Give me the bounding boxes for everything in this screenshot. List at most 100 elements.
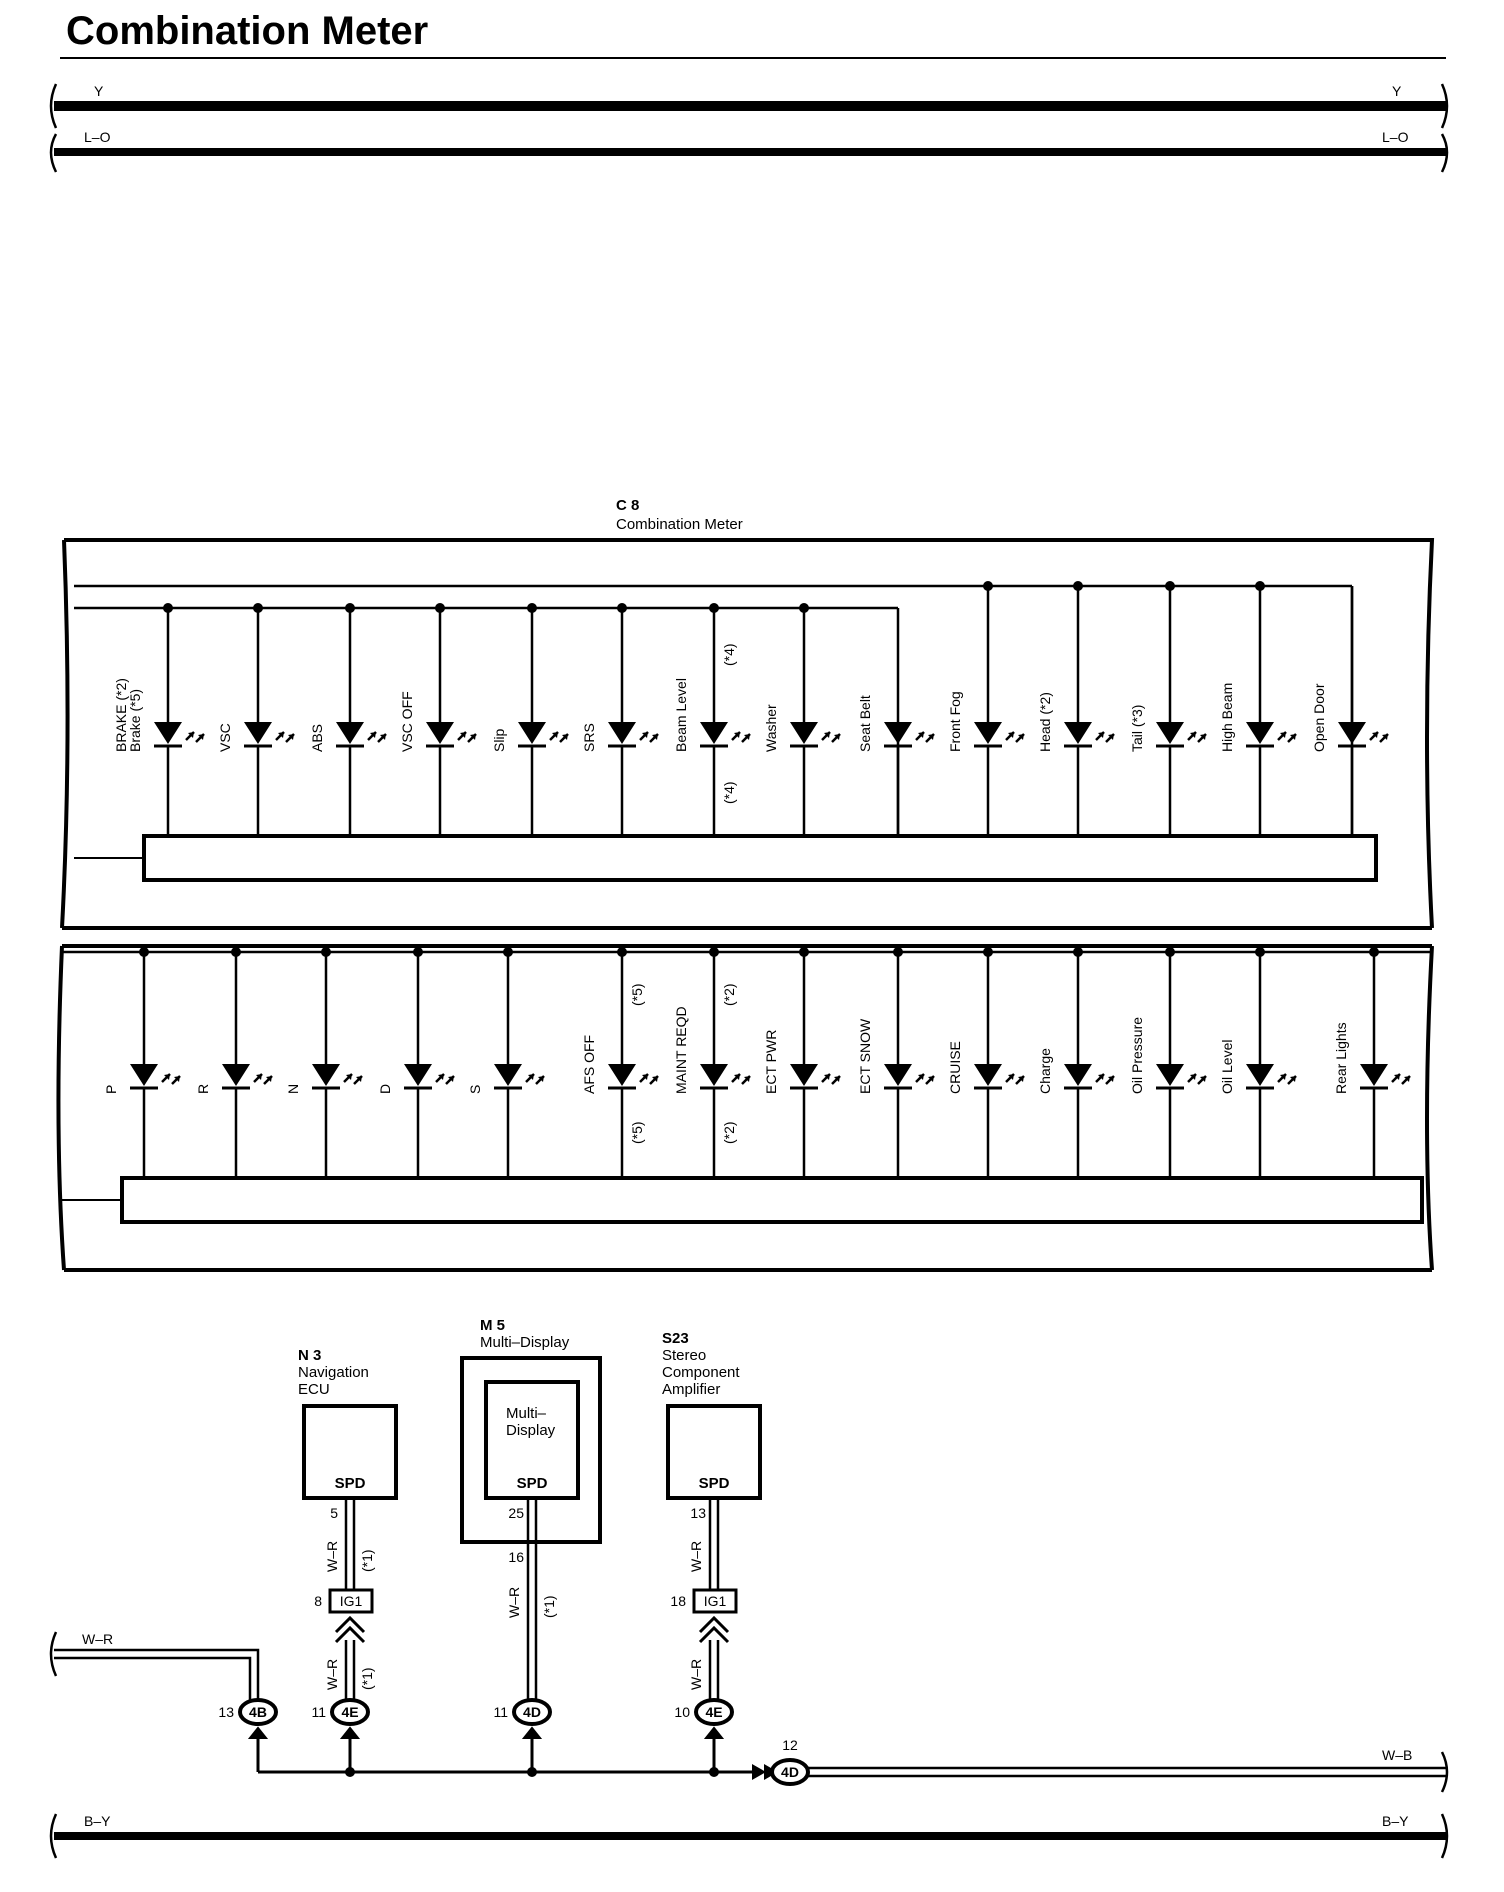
lower-lamp-oil-pressure: Oil Pressure	[1129, 947, 1208, 1178]
led-icon	[1156, 722, 1184, 744]
lamp-note-top: (*4)	[721, 643, 737, 666]
light-emission-icon	[730, 730, 752, 744]
junction-dot	[617, 603, 627, 613]
wb-output-wire: W–B	[808, 1747, 1449, 1793]
junction-dot	[1165, 581, 1175, 591]
junction-dot	[1073, 581, 1083, 591]
wire-label-by-left: B–Y	[84, 1813, 111, 1829]
led-icon	[312, 1064, 340, 1086]
lamp-label: SRS	[581, 723, 597, 752]
ig1-arrow-right	[698, 1615, 730, 1644]
upper-lamp-vsc-off: VSC OFF	[399, 603, 478, 836]
junction-dot	[139, 947, 149, 957]
junction-dot	[503, 947, 513, 957]
light-emission-icon	[1186, 1072, 1208, 1086]
m5-pin-outer: 16	[508, 1549, 524, 1565]
meter-name: Combination Meter	[616, 516, 743, 533]
junction-dot	[163, 603, 173, 613]
top-wires: Y Y L–O L–O	[49, 83, 1449, 173]
led-icon	[494, 1064, 522, 1086]
n3-navigation-ecu: N 3 Navigation ECU SPD 5 W–R (*1)	[298, 1347, 398, 1590]
lamp-label: High Beam	[1219, 683, 1235, 752]
break-mark-left	[49, 83, 58, 173]
s23-wire	[708, 1498, 720, 1590]
junction-4e-left-label: 4E	[341, 1704, 358, 1720]
s23-code: S23	[662, 1330, 689, 1347]
light-emission-icon	[274, 730, 296, 744]
light-emission-icon	[1094, 1072, 1116, 1086]
led-icon	[790, 722, 818, 744]
wire-label-wr: W–R	[82, 1631, 113, 1647]
upper-lamp-front-fog: Front Fog	[947, 581, 1026, 836]
junction-4e-right-pin: 10	[674, 1704, 690, 1720]
junction-4b-pin: 13	[218, 1704, 234, 1720]
wire-label-wb: W–B	[1382, 1747, 1412, 1763]
wr-input-wire: W–R	[49, 1631, 260, 1700]
meter-code: C 8	[616, 497, 639, 514]
wire-label-y-left: Y	[94, 83, 104, 99]
upper-lamp-srs: SRS	[581, 603, 660, 836]
n3-box	[302, 1404, 398, 1500]
light-emission-icon	[820, 1072, 842, 1086]
break-mark-right	[1440, 83, 1449, 173]
junction-4d-left: 4D 11	[493, 1698, 552, 1726]
led-icon	[884, 722, 912, 744]
ig1-connector-right: IG1 18 W–R	[670, 1588, 738, 1700]
led-icon	[790, 1064, 818, 1086]
light-emission-icon	[160, 1072, 182, 1086]
s23-name-line2: Component	[662, 1364, 740, 1381]
ig1-connector-left: IG1 8 W–R (*1)	[314, 1588, 375, 1700]
m5-inner-box	[484, 1380, 580, 1500]
lower-ic-block	[120, 1176, 1424, 1224]
led-icon	[154, 722, 182, 744]
light-emission-icon	[730, 1072, 752, 1086]
s23-box	[666, 1404, 762, 1500]
upper-ic-block	[142, 834, 1378, 882]
lamp-label: Oil Level	[1219, 1040, 1235, 1094]
m5-wire-color: W–R	[506, 1587, 522, 1618]
lamp-label: P	[103, 1085, 119, 1094]
light-emission-icon	[184, 730, 206, 744]
junction-dot	[893, 947, 903, 957]
junction-4d-right-pin: 12	[782, 1737, 798, 1753]
light-emission-icon	[1186, 730, 1208, 744]
lamp-label: MAINT REQD	[673, 1006, 689, 1094]
lamp-label: Washer	[763, 704, 779, 752]
led-icon	[884, 1064, 912, 1086]
junction-dot	[435, 603, 445, 613]
lamp-note-bottom: (*5)	[629, 1121, 645, 1144]
junction-dot	[799, 603, 809, 613]
light-emission-icon	[1390, 1072, 1412, 1086]
lower-lamp-charge: Charge	[1037, 947, 1116, 1178]
ig1-box-right	[692, 1588, 738, 1614]
light-emission-icon	[914, 730, 936, 744]
light-emission-icon	[1094, 730, 1116, 744]
s23-wire-color: W–R	[688, 1541, 704, 1572]
lower-lamp-ect-snow: ECT SNOW	[857, 947, 936, 1178]
led-icon	[336, 722, 364, 744]
lamp-label: AFS OFF	[581, 1035, 597, 1094]
junction-4e-left-pin: 11	[311, 1704, 326, 1720]
upper-lamp-abs: ABS	[309, 603, 388, 836]
lamp-note-top: (*2)	[721, 983, 737, 1006]
lamp-label: Charge	[1037, 1048, 1053, 1094]
ig1-arrow-left	[334, 1615, 366, 1644]
lamp-label: ECT SNOW	[857, 1018, 873, 1094]
lamp-label: R	[195, 1084, 211, 1094]
wr-break-mark	[49, 1631, 58, 1677]
junction-4d-right-label: 4D	[781, 1764, 799, 1780]
light-emission-icon	[1004, 1072, 1026, 1086]
junction-dot	[617, 947, 627, 957]
junction-dot	[321, 947, 331, 957]
bottom-wire-by: B–Y B–Y	[49, 1813, 1449, 1859]
light-emission-icon	[914, 1072, 936, 1086]
wire-label-lo-left: L–O	[84, 129, 111, 145]
led-icon	[130, 1064, 158, 1086]
lamp-label: Rear Lights	[1333, 1022, 1349, 1094]
lamp-label: Slip	[491, 728, 507, 752]
n3-terminal: SPD	[335, 1475, 366, 1492]
junction-4e-right-label: 4E	[705, 1704, 722, 1720]
wire-label-by-right: B–Y	[1382, 1813, 1409, 1829]
